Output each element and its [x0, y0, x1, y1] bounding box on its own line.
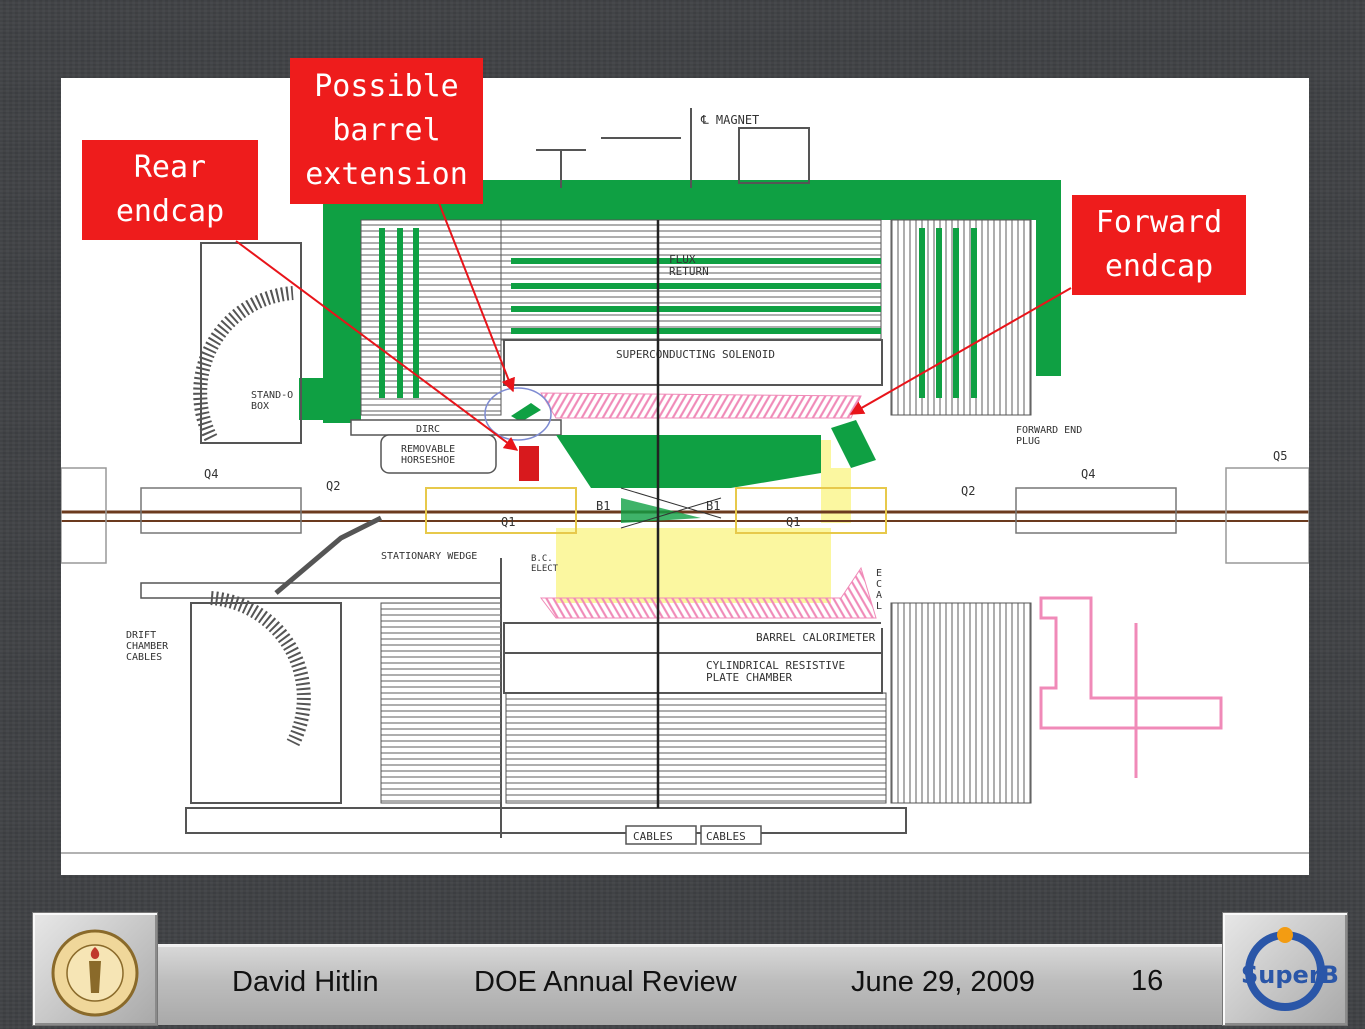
flux-return-green: [323, 180, 1061, 423]
footer-bar: [156, 944, 1224, 1025]
q4-left-label: Q4: [204, 467, 218, 481]
q2-right-label: Q2: [961, 484, 975, 498]
central-yellow-region: [556, 528, 831, 603]
superb-logo-tile: SuperB: [1222, 912, 1348, 1026]
q1-left-label: Q1: [501, 515, 515, 529]
forward-support-pink: [1039, 596, 1223, 730]
caltech-seal-icon: [51, 929, 139, 1017]
footer-date: June 29, 2009: [851, 966, 1035, 998]
stationary-wedge-label: STATIONARY WEDGE: [381, 551, 477, 562]
footer-event: DOE Annual Review: [474, 966, 737, 998]
forward-endcap-green: [831, 420, 876, 468]
barrel-calorimeter-lower: [540, 566, 877, 619]
q1-right-label: Q1: [786, 515, 800, 529]
b1-right-label: B1: [706, 499, 720, 513]
superb-wordmark: SuperB: [1241, 961, 1339, 989]
q4-right-label: Q4: [1081, 467, 1095, 481]
rear-endcap-arrow: [235, 240, 519, 451]
cables-label-1: CABLES: [633, 830, 673, 843]
caltech-logo-tile: [32, 912, 158, 1026]
bc-elect-label: B.C.ELECT: [531, 554, 559, 574]
barrel-extension-arrow: [438, 202, 515, 393]
barrel-calorimeter-label: BARREL CALORIMETER: [756, 631, 876, 644]
q2-left-label: Q2: [326, 479, 340, 493]
b1-left-label: B1: [596, 499, 610, 513]
solenoid-label: SUPERCONDUCTING SOLENOID: [616, 348, 775, 361]
rear-endcap-red: [519, 446, 539, 481]
barrel-calorimeter-upper: [540, 392, 862, 419]
footer-author: David Hitlin: [232, 966, 379, 998]
q5-label: Q5: [1273, 449, 1287, 463]
forward-endcap-arrow: [849, 287, 1072, 415]
magnet-label: ℄ MAGNET: [700, 113, 759, 127]
possible-barrel-extension-callout: Possible barrel extension: [290, 58, 483, 204]
page-number: 16: [1131, 965, 1164, 997]
rear-endcap-callout: Rear endcap: [82, 140, 258, 240]
central-green-body: [556, 435, 821, 488]
cables-label-2: CABLES: [706, 830, 746, 843]
superb-logo-icon: SuperB: [1241, 927, 1339, 1011]
forward-endcap-callout: Forward endcap: [1072, 195, 1246, 295]
dirc-label: DIRC: [416, 424, 440, 435]
barrel-extension-green: [511, 403, 541, 422]
